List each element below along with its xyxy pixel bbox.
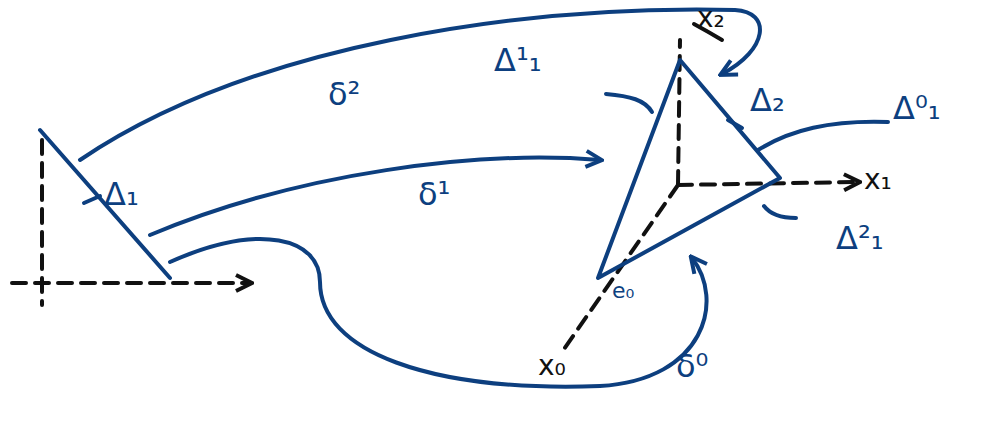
simplex-label: Δ¹₁	[494, 44, 542, 76]
leader-line	[728, 120, 742, 128]
left-axis	[12, 281, 250, 285]
simplex-label: Δ²₁	[836, 222, 884, 254]
simplex-label: Δ₁	[104, 178, 139, 210]
leader-line	[606, 94, 652, 112]
one-simplex	[40, 130, 170, 278]
vertex-label: e₀	[612, 280, 634, 302]
axes	[12, 40, 858, 352]
map-label: δ⁰	[676, 350, 708, 382]
leader-line	[84, 196, 100, 203]
leader-line	[758, 122, 888, 150]
face-map-arrow	[170, 239, 707, 387]
axis-x0	[562, 185, 678, 352]
simplices	[40, 10, 888, 387]
axis-label: x₂	[697, 4, 725, 32]
left-axis	[40, 140, 44, 305]
face-map-arrow	[150, 158, 600, 235]
axis-label: x₁	[864, 166, 892, 194]
simplex-label: Δ₂	[750, 84, 785, 116]
simplex-label: Δ⁰₁	[893, 92, 941, 124]
map-label: δ¹	[418, 178, 450, 210]
map-label: δ²	[328, 78, 360, 110]
axis-label: x₀	[538, 352, 566, 380]
leader-line	[764, 206, 796, 218]
face-map-arrow	[80, 10, 760, 160]
